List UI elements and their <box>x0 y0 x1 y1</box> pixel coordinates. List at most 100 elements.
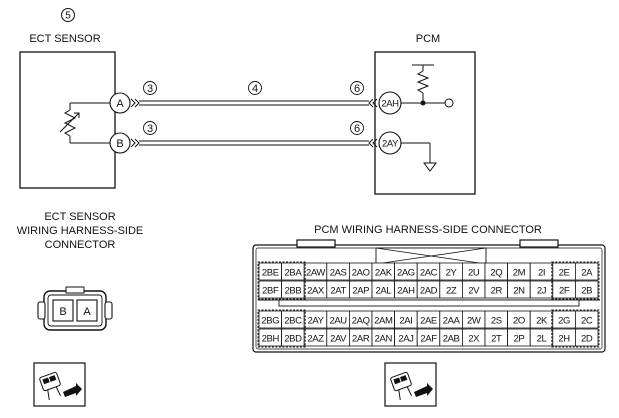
pcm-pin-label: 2AC <box>420 268 438 279</box>
pcm-pin-label: 2P <box>513 334 524 345</box>
pcm-pin-label: 2H <box>558 334 570 345</box>
pcm-pin-label: 2J <box>537 286 547 297</box>
ect-connector-pin-2: A <box>83 306 91 318</box>
pcm-pin-cell <box>575 280 599 299</box>
pcm-pin-label: 2AA <box>443 316 461 327</box>
ect-terminal-b-label: B <box>116 138 123 150</box>
wire-label-b-left-ring <box>143 121 157 135</box>
pcm-pin-label: 2BG <box>261 316 279 327</box>
pcm-pin-label: 2N <box>513 286 525 297</box>
pcm-pin-label: 2X <box>468 334 480 345</box>
pcm-pin-label: 2BE <box>262 268 279 279</box>
pcm-pin-label: 2O <box>513 316 525 327</box>
pcm-pin-label: 2AZ <box>307 334 324 345</box>
ect-connector-caption-2: WIRING HARNESS-SIDE <box>17 225 144 237</box>
wires <box>139 100 369 146</box>
pcm-pin-label: 2A <box>581 268 593 279</box>
pcm-pin-label: 2Y <box>446 268 458 279</box>
pcm-pin-label: 2AN <box>375 334 393 345</box>
pcm-pin-label: 2T <box>491 334 502 345</box>
pcm-pin-label: 2C <box>581 316 593 327</box>
ect-terminal-a <box>109 92 131 114</box>
pcm-pin-label: 2M <box>513 268 526 279</box>
pcm-pin-label: 2G <box>558 316 570 327</box>
pcm-pin-label: 2AJ <box>398 334 414 345</box>
circled-number-badge <box>61 8 75 22</box>
thermistor-symbol <box>59 102 110 144</box>
pcm-connector-caption: PCM WIRING HARNESS-SIDE CONNECTOR <box>314 224 542 236</box>
pcm-pin-label: 2AG <box>397 268 415 279</box>
pcm-pin-label: 2AB <box>443 334 460 345</box>
pcm-terminal-top-label: 2AH <box>381 99 399 110</box>
pcm-pin-label: 2U <box>468 268 480 279</box>
wire-label-a-right-ring <box>350 81 364 95</box>
ect-connector-caption-3: CONNECTOR <box>45 239 116 251</box>
pcm-pin-label: 2AI <box>399 316 412 327</box>
pcm-terminal-bottom-label: 2AY <box>382 139 399 150</box>
pcm-connector-housing <box>252 239 606 353</box>
pcm-pin-label: 2AS <box>330 268 347 279</box>
pcm-box <box>374 51 476 195</box>
pcm-pin-label: 2F <box>559 286 570 297</box>
pcm-pin-label: 2D <box>581 334 593 345</box>
pcm-title: PCM <box>416 33 440 45</box>
pcm-pin-label: 2Z <box>446 286 457 297</box>
ect-terminal-a-label: A <box>116 98 124 110</box>
pcm-pin-label: 2R <box>491 286 503 297</box>
wire-label-b-right: 6 <box>354 123 360 135</box>
pcm-pin-label: 2BA <box>285 268 303 279</box>
pcm-pin-label: 2BC <box>284 316 302 327</box>
pcm-pin-label: 2AM <box>374 316 393 327</box>
pcm-pin-label: 2BB <box>285 286 302 297</box>
pcm-pin-label: 2AR <box>352 334 370 345</box>
pcm-pin-cell <box>575 328 599 347</box>
pcm-pin-label: 2V <box>468 286 480 297</box>
pcm-pin-label: 2I <box>538 268 545 279</box>
pcm-pin-label: 2BF <box>262 286 279 297</box>
pcm-pin-label: 2BD <box>284 334 302 345</box>
wire-label-a-right: 6 <box>354 83 360 95</box>
junction-dot <box>420 100 426 106</box>
pcm-pin-label: 2AQ <box>352 316 370 327</box>
pcm-pin-label: 2AU <box>329 316 347 327</box>
pcm-pin-label: 2AY <box>307 316 324 327</box>
pcm-pin-label: 2L <box>537 334 547 345</box>
wire-label-middle-ring <box>248 81 262 95</box>
pcm-pin-label: 2S <box>491 316 502 327</box>
wire-label-a-left-ring <box>143 81 157 95</box>
pcm-pin-label: 2AV <box>330 334 347 345</box>
ect-sensor-box <box>19 51 116 189</box>
connector-view-icon <box>33 362 86 407</box>
pcm-pin-label: 2AT <box>330 286 346 297</box>
pcm-pin-label: 2AD <box>420 286 438 297</box>
pcm-pin-label: 2AF <box>420 334 437 345</box>
ect-terminal-b <box>109 132 131 154</box>
pcm-pin-label: 2B <box>581 286 592 297</box>
ect-connector-caption-1: ECT SENSOR <box>44 211 115 223</box>
wire-label-a-left: 3 <box>147 83 153 95</box>
pcm-pin-label: 2AX <box>307 286 325 297</box>
pcm-pin-label: 2AL <box>375 286 391 297</box>
ect-connector-pin-1: B <box>59 306 66 318</box>
pcm-pin-label: 2AP <box>352 286 369 297</box>
pcm-pin-cell <box>575 262 599 281</box>
pcm-connector-chevrons <box>368 98 378 148</box>
ect-connector-drawing <box>37 286 113 331</box>
pcm-internal-circuit <box>401 64 454 172</box>
pcm-pin-cell <box>575 310 599 329</box>
pcm-pin-label: 2E <box>559 268 570 279</box>
pcm-pin-label: 2AE <box>420 316 437 327</box>
wire-label-b-left: 3 <box>147 123 153 135</box>
pcm-pin-label: 2Q <box>490 268 502 279</box>
pcm-pin-label: 2BH <box>262 334 280 345</box>
pcm-pin-label: 2AO <box>352 268 370 279</box>
wire-label-b-right-ring <box>350 121 364 135</box>
ect-sensor-title: ECT SENSOR <box>29 33 100 45</box>
pcm-pin-label: 2W <box>467 316 481 327</box>
pcm-pin-label: 2AK <box>375 268 393 279</box>
pcm-pin-label: 2AH <box>397 286 415 297</box>
pcm-pin-label: 2AW <box>306 268 325 279</box>
